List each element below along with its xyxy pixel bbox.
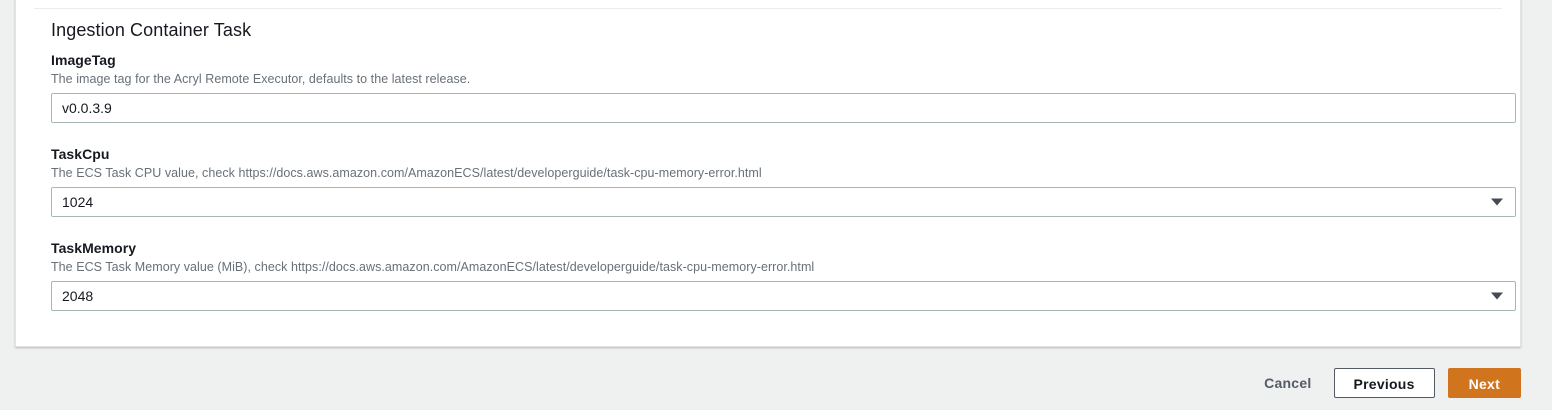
field-description-taskcpu: The ECS Task CPU value, check https://do… — [51, 166, 762, 180]
field-description-imagetag: The image tag for the Acryl Remote Execu… — [51, 72, 471, 86]
section-divider — [34, 8, 1502, 9]
field-label-taskmemory: TaskMemory — [51, 240, 137, 256]
form-field-taskmemory: TaskMemory The ECS Task Memory value (Mi… — [51, 239, 1516, 311]
footer-actions: Cancel Previous Next — [1255, 368, 1521, 398]
cancel-button[interactable]: Cancel — [1255, 368, 1320, 398]
field-label-taskcpu: TaskCpu — [51, 146, 110, 162]
previous-button[interactable]: Previous — [1333, 368, 1435, 398]
taskmemory-select[interactable]: 2048 — [51, 281, 1516, 311]
next-button[interactable]: Next — [1447, 368, 1521, 398]
form-field-taskcpu: TaskCpu The ECS Task CPU value, check ht… — [51, 145, 1516, 217]
chevron-down-icon — [1491, 292, 1503, 300]
field-description-taskmemory: The ECS Task Memory value (MiB), check h… — [51, 260, 815, 274]
taskmemory-selected-value: 2048 — [62, 288, 94, 304]
field-label-imagetag: ImageTag — [51, 52, 116, 68]
taskcpu-selected-value: 1024 — [62, 194, 94, 210]
form-field-imagetag: ImageTag The image tag for the Acryl Rem… — [51, 51, 1516, 123]
chevron-down-icon — [1491, 198, 1503, 206]
page-title: Ingestion Container Task — [51, 20, 252, 40]
wizard-footer: Cancel Previous Next — [0, 357, 1552, 410]
imagetag-input[interactable] — [51, 93, 1516, 123]
taskcpu-select[interactable]: 1024 — [51, 187, 1516, 217]
stack-parameters-card: Ingestion Container Task ImageTag The im… — [15, 0, 1521, 347]
